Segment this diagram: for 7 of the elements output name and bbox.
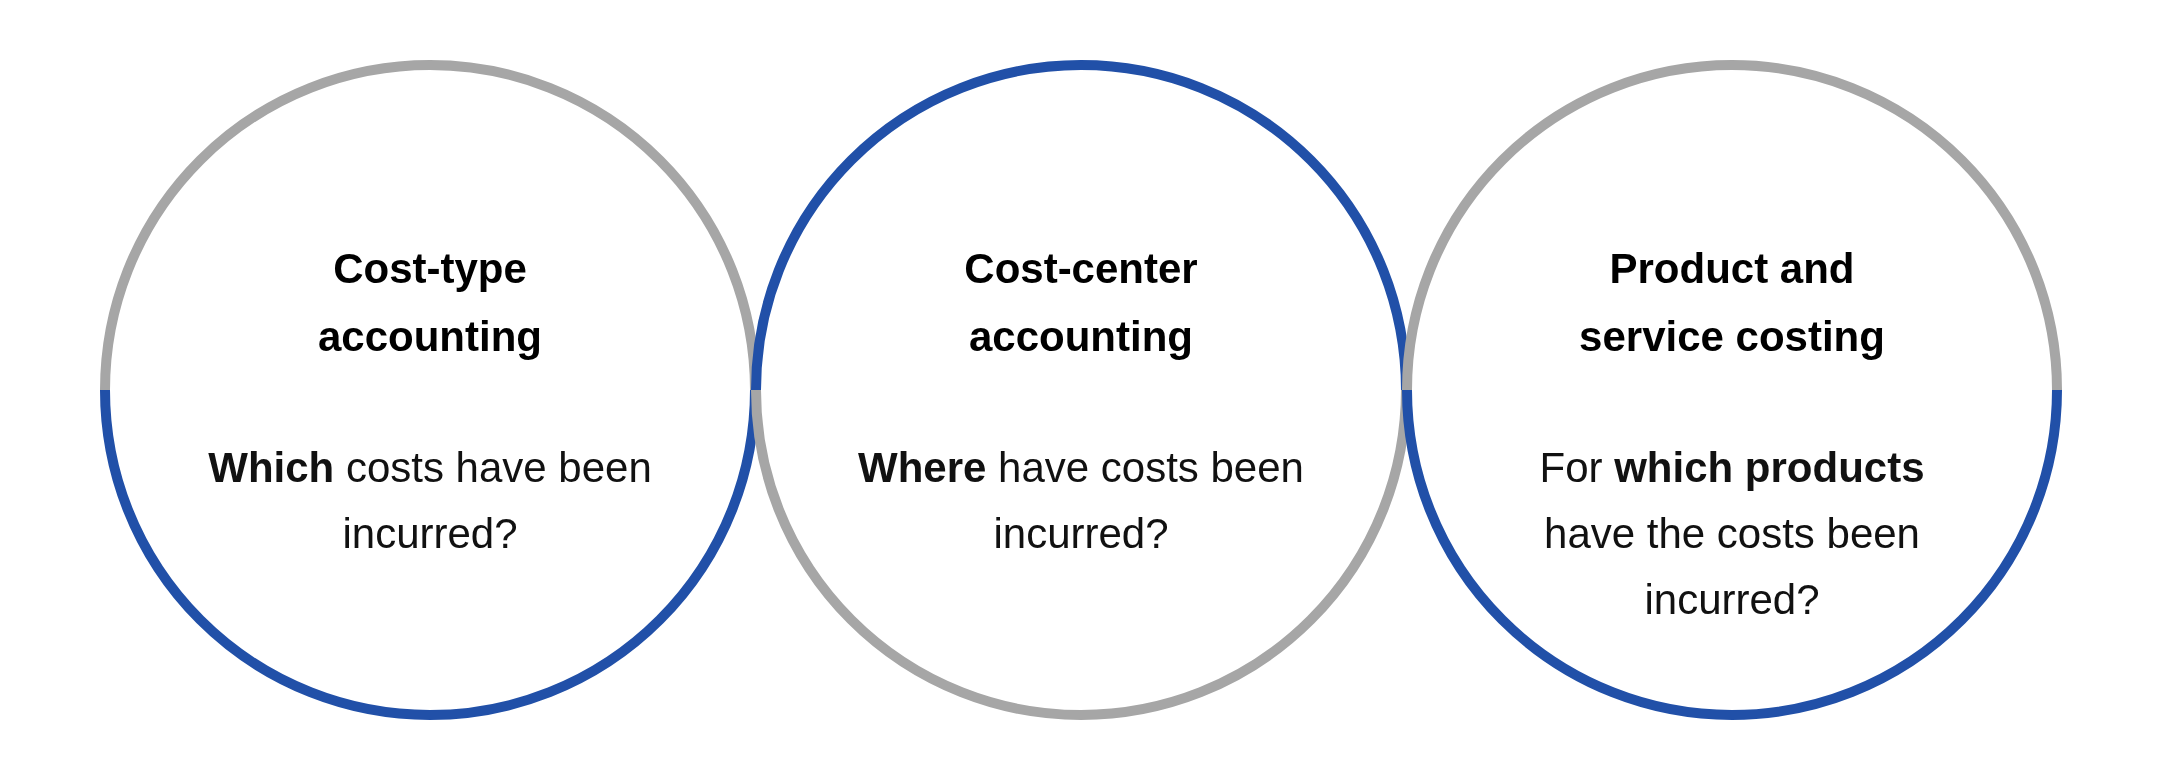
circle-question: Which costs have been incurred? (207, 443, 653, 559)
circle-question: Where have costs been incurred? (857, 443, 1305, 559)
circle-heading: Cost-type accounting (317, 244, 543, 362)
circle-node (1402, 60, 2062, 720)
circle-question: For which products have the costs been incurred? (1538, 443, 1926, 625)
circle-heading: Product and service costing (1578, 244, 1886, 362)
circle-heading: Cost-center accounting (963, 244, 1199, 362)
